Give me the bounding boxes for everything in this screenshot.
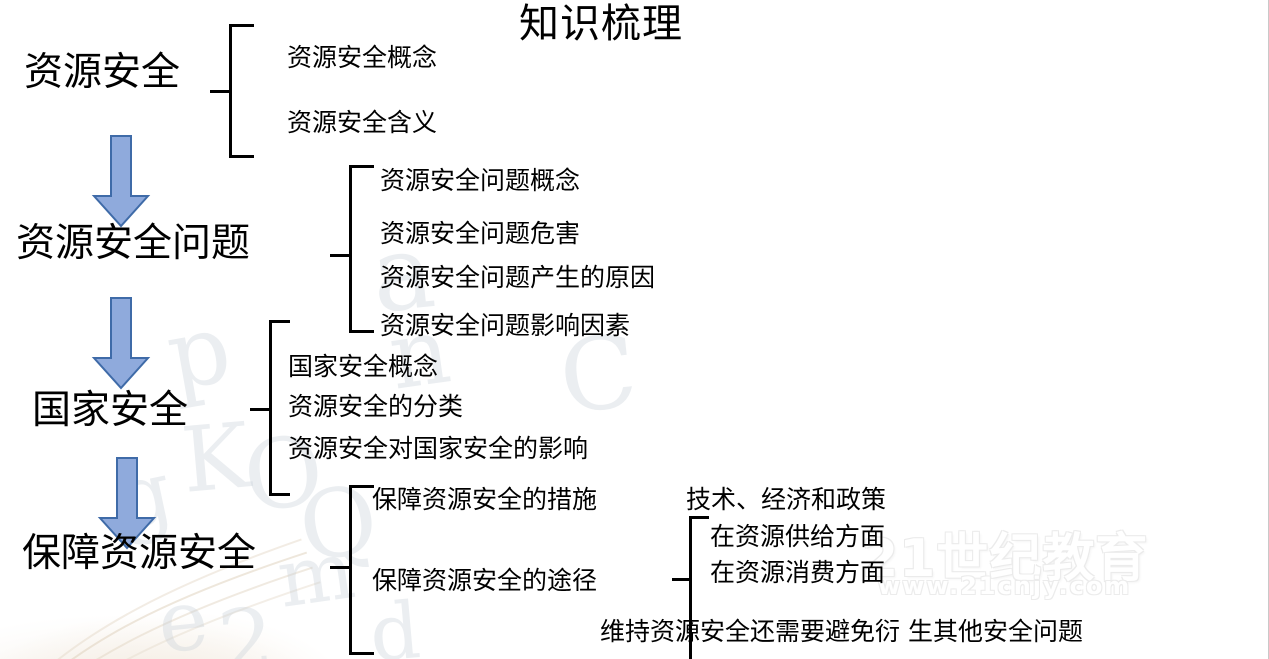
branch-label-safeguard-resource-security: 保障资源安全 — [22, 531, 257, 576]
child-label-problem-harm: 资源安全问题危害 — [380, 219, 581, 248]
bracket-safeguard-approaches — [689, 516, 709, 659]
ghost-letter: K — [177, 403, 254, 514]
detail-label-measures-tech-economy-policy: 技术、经济和政策 — [686, 485, 887, 514]
ghost-letter: 2 — [214, 588, 278, 659]
child-label-resource-security-types: 资源安全的分类 — [288, 392, 464, 421]
child-label-safeguard-measures: 保障资源安全的措施 — [372, 485, 598, 514]
child-label-problem-causes: 资源安全问题产生的原因 — [380, 263, 656, 292]
grandchild-label-resource-supply: 在资源供给方面 — [710, 522, 886, 551]
bracket-national-security — [269, 320, 290, 496]
bracket-safeguard-resource-security — [349, 485, 374, 655]
child-label-problem-concept: 资源安全问题概念 — [380, 166, 581, 195]
note-label-avoid-derivative-problems: 维持资源安全还需要避免衍 生其他安全问题 — [600, 617, 1083, 646]
down-arrow-2 — [91, 297, 151, 390]
watermark-brand: 21世纪教育 — [862, 529, 1149, 589]
page-title: 知识梳理 — [519, 1, 683, 47]
branch-connector-4 — [330, 566, 350, 569]
branch-connector-2 — [330, 254, 350, 257]
down-arrow-3 — [97, 457, 157, 550]
child-label-resource-security-concept: 资源安全概念 — [287, 43, 438, 72]
child-label-resource-security-meaning: 资源安全含义 — [287, 108, 438, 137]
child-label-safeguard-approaches: 保障资源安全的途径 — [372, 566, 598, 595]
branch-connector-1 — [210, 90, 230, 93]
grandchild-label-resource-consumption: 在资源消费方面 — [710, 558, 886, 587]
ghost-letter: d — [366, 585, 424, 659]
ghost-letter: m — [271, 523, 360, 626]
ghost-letter: e — [153, 569, 213, 659]
branch-label-national-security: 国家安全 — [32, 388, 189, 433]
child-label-national-security-concept: 国家安全概念 — [288, 352, 439, 381]
branch-label-resource-security-problem: 资源安全问题 — [16, 221, 251, 266]
branch-label-resource-security: 资源安全 — [24, 50, 181, 95]
child-label-impact-on-national-security: 资源安全对国家安全的影响 — [288, 434, 589, 463]
watermark-url: www.21cnjy.com — [878, 572, 1132, 600]
child-label-problem-factors: 资源安全问题影响因素 — [380, 311, 631, 340]
branch-connector-3 — [250, 408, 270, 411]
down-arrow-1 — [91, 135, 151, 228]
bracket-resource-security — [229, 24, 254, 158]
branch-connector-5 — [672, 578, 690, 581]
bracket-resource-security-problem — [349, 165, 374, 333]
